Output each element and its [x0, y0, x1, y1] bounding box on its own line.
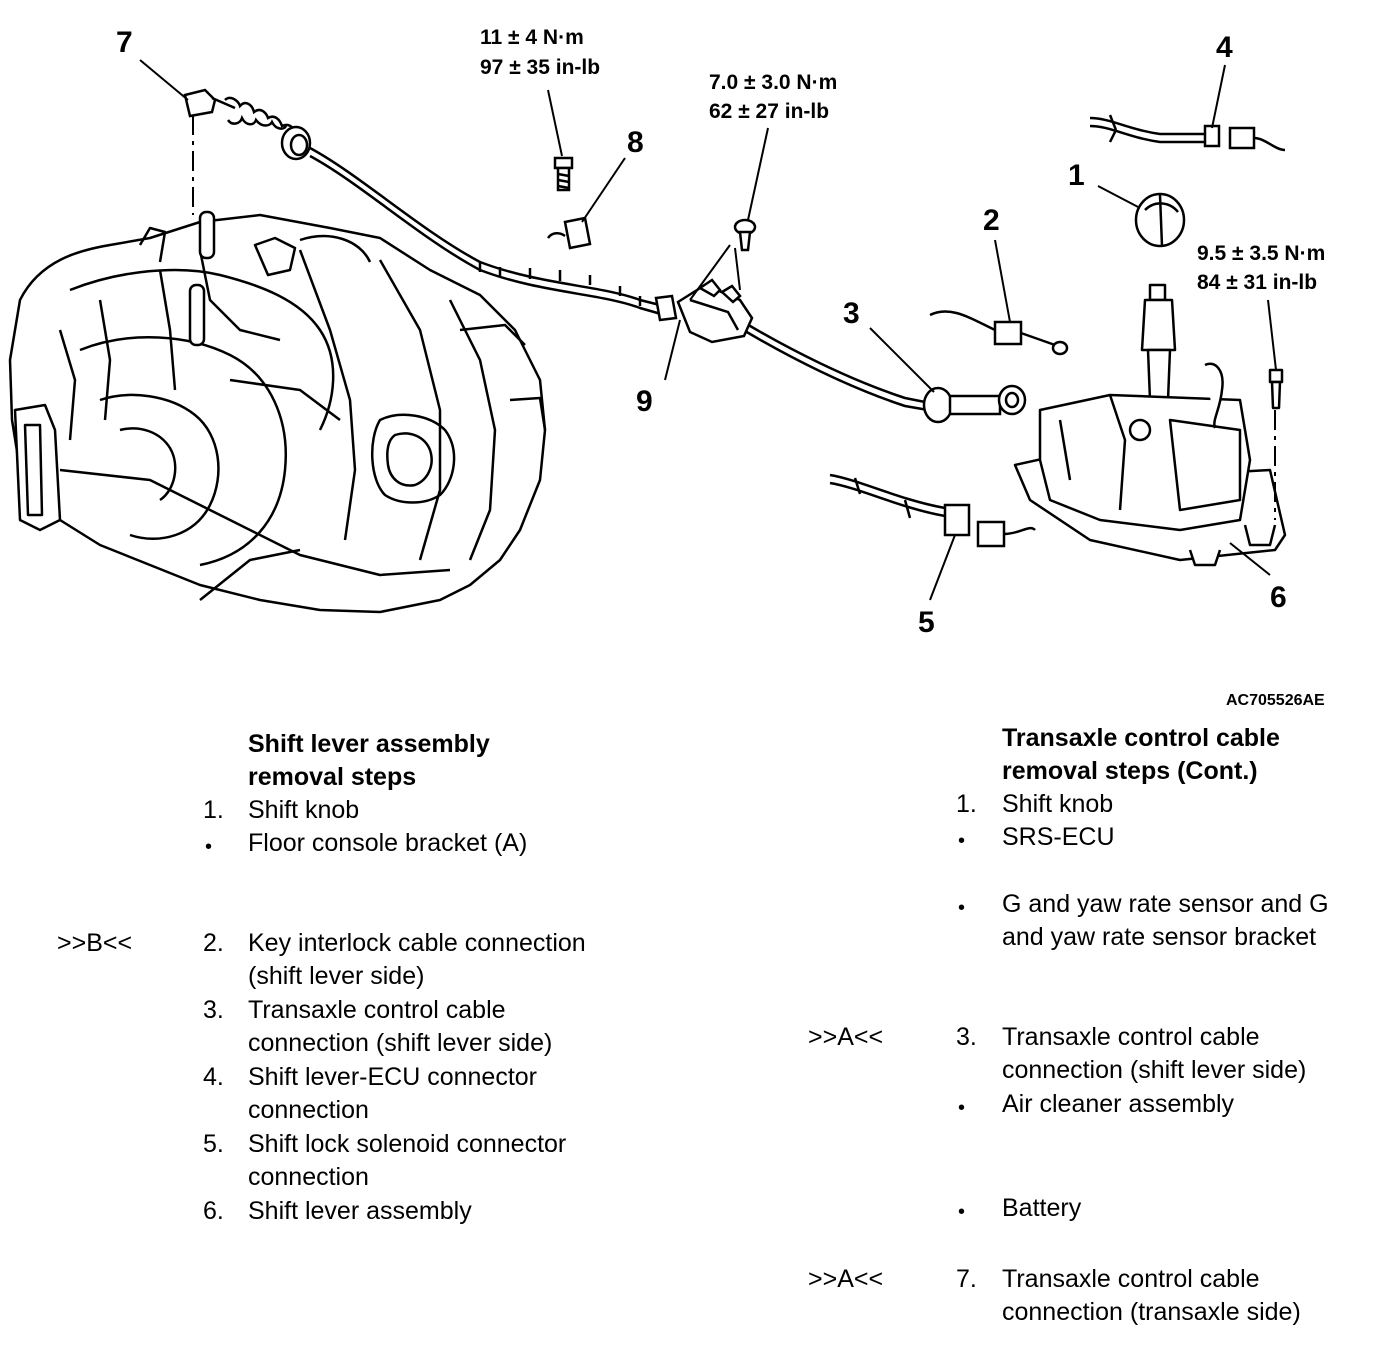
step-text: (shift lever side) [248, 962, 425, 990]
step-text: connection [248, 1096, 369, 1124]
step-number: 2. [203, 929, 224, 957]
right-steps-title-line-2: removal steps (Cont.) [1002, 757, 1258, 785]
step-bullet: • [958, 830, 966, 852]
shift-lever-ecu-harness [1089, 114, 1286, 152]
callout-2: 2 [983, 204, 1000, 237]
step-number: 6. [203, 1197, 224, 1225]
step-text: connection (shift lever side) [1002, 1056, 1307, 1084]
torque-bolt-8-nm: 11 ± 4 N·m [480, 26, 584, 49]
shift-knob [1134, 192, 1186, 248]
cable-bracket [676, 278, 754, 344]
step-bullet: • [958, 1097, 966, 1119]
callout-1: 1 [1068, 159, 1085, 192]
bracket-screw [733, 218, 757, 252]
step-bullet: • [205, 836, 213, 858]
step-number: 5. [203, 1130, 224, 1158]
step-text: Shift knob [248, 796, 360, 824]
step-number: 3. [956, 1023, 977, 1051]
step-reference-mark: >>A<< [808, 1023, 884, 1051]
step-reference-mark: >>B<< [57, 929, 133, 957]
transaxle-control-cable [183, 88, 931, 412]
callout-numbers: 1 2 3 4 5 6 7 8 9 [116, 26, 1287, 639]
step-text: Floor console bracket (A) [248, 829, 528, 857]
callout-6: 6 [1270, 581, 1287, 614]
step-number: 1. [956, 790, 977, 818]
transaxle-assembly [8, 210, 547, 614]
step-number: 7. [956, 1265, 977, 1293]
shift-lever-assembly [1013, 283, 1287, 567]
step-bullet: • [958, 897, 966, 919]
key-interlock-cable [929, 310, 1069, 356]
torque-bolt-8-inlb: 97 ± 35 in-lb [480, 56, 600, 79]
torque-bracket-9-nm: 7.0 ± 3.0 N·m [709, 71, 837, 94]
torque-bracket-9-inlb: 62 ± 27 in-lb [709, 100, 829, 123]
shift-lever-exploded-diagram: 1 2 3 4 5 6 7 8 9 11 ± 4 N·m 97 ± 35 in-… [8, 26, 1325, 639]
figure-id: AC705526AE [1226, 692, 1325, 709]
step-text: Transaxle control cable [1002, 1265, 1260, 1293]
bolt-and-clip [546, 156, 592, 250]
torque-specs: 11 ± 4 N·m 97 ± 35 in-lb 7.0 ± 3.0 N·m 6… [480, 26, 1325, 294]
step-text: Transaxle control cable [248, 996, 506, 1024]
callout-9: 9 [636, 385, 653, 418]
callout-3: 3 [843, 297, 860, 330]
step-text: connection [248, 1163, 369, 1191]
torque-lever-6-inlb: 84 ± 31 in-lb [1197, 271, 1317, 294]
left-steps-title-line-1: Shift lever assembly [248, 730, 490, 758]
callout-7: 7 [116, 26, 133, 59]
callout-5: 5 [918, 606, 935, 639]
step-text: connection (transaxle side) [1002, 1298, 1301, 1326]
step-number: 4. [203, 1063, 224, 1091]
alignment-lines [192, 115, 1276, 520]
torque-lever-6-nm: 9.5 ± 3.5 N·m [1197, 242, 1325, 265]
leader-lines [139, 59, 1277, 601]
callout-8: 8 [627, 126, 644, 159]
step-text: SRS-ECU [1002, 823, 1115, 851]
step-reference-mark: >>A<< [808, 1265, 884, 1293]
step-text: Shift lever-ECU connector [248, 1063, 538, 1091]
callout-4: 4 [1216, 31, 1233, 64]
step-text: and yaw rate sensor bracket [1002, 923, 1317, 951]
step-text: G and yaw rate sensor and G [1002, 890, 1329, 918]
step-number: 1. [203, 796, 224, 824]
step-text: connection (shift lever side) [248, 1029, 553, 1057]
step-text: Transaxle control cable [1002, 1023, 1260, 1051]
right-steps-title-line-1: Transaxle control cable [1002, 724, 1280, 752]
step-text: Shift knob [1002, 790, 1114, 818]
shift-lever-cable-end [922, 384, 1027, 424]
step-text: Battery [1002, 1194, 1082, 1222]
step-number: 3. [203, 996, 224, 1024]
step-text: Shift lever assembly [248, 1197, 472, 1225]
step-text: Key interlock cable connection [248, 929, 586, 957]
step-text: Shift lock solenoid connector [248, 1130, 567, 1158]
left-steps-title-line-2: removal steps [248, 763, 417, 791]
shift-lock-solenoid-harness [829, 473, 1036, 548]
step-text: Air cleaner assembly [1002, 1090, 1235, 1118]
step-bullet: • [958, 1201, 966, 1223]
